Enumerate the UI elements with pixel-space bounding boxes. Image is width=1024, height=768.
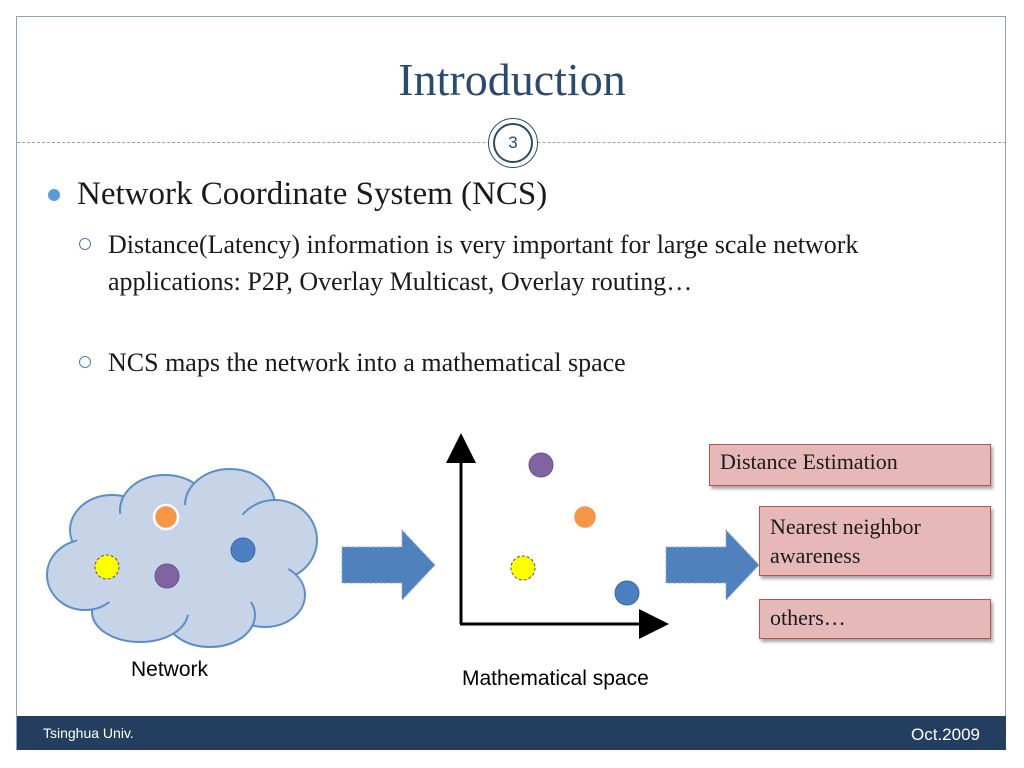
page-number-badge: 3 (488, 118, 538, 168)
main-bullet-text: Network Coordinate System (NCS) (77, 176, 548, 212)
footer-date: Oct.2009 (911, 725, 980, 744)
network-node-purple (154, 563, 180, 589)
bullet-dot-icon (48, 189, 60, 201)
space-node-orange (571, 503, 599, 531)
mapping-arrow (341, 528, 436, 602)
application-arrow (665, 528, 760, 602)
footer-institution: Tsinghua Univ. (43, 725, 134, 741)
others-box: others… (759, 599, 991, 639)
nearest-neighbor-box: Nearest neighbor awareness (759, 506, 991, 576)
distance-estimation-box: Distance Estimation (709, 444, 991, 486)
space-node-purple (528, 452, 554, 478)
sub-bullet-2-text: NCS maps the network into a mathematical… (108, 348, 626, 377)
sub-bullet-1-text: Distance(Latency) information is very im… (108, 230, 859, 296)
space-node-yellow (510, 555, 536, 581)
network-label: Network (131, 658, 209, 681)
network-node-blue (230, 537, 256, 563)
footer-bar: Tsinghua Univ. Oct.2009 (17, 716, 1006, 750)
coordinate-axes (446, 433, 669, 639)
slide-title: Introduction (398, 54, 626, 105)
bullet-ring-icon (79, 238, 91, 250)
space-label: Mathematical space (462, 667, 649, 690)
space-node-blue (614, 580, 640, 606)
network-node-yellow (94, 554, 120, 580)
network-node-orange (152, 503, 180, 531)
page-number: 3 (493, 123, 533, 163)
bullet-ring-icon (79, 356, 91, 368)
network-cloud (46, 468, 318, 648)
